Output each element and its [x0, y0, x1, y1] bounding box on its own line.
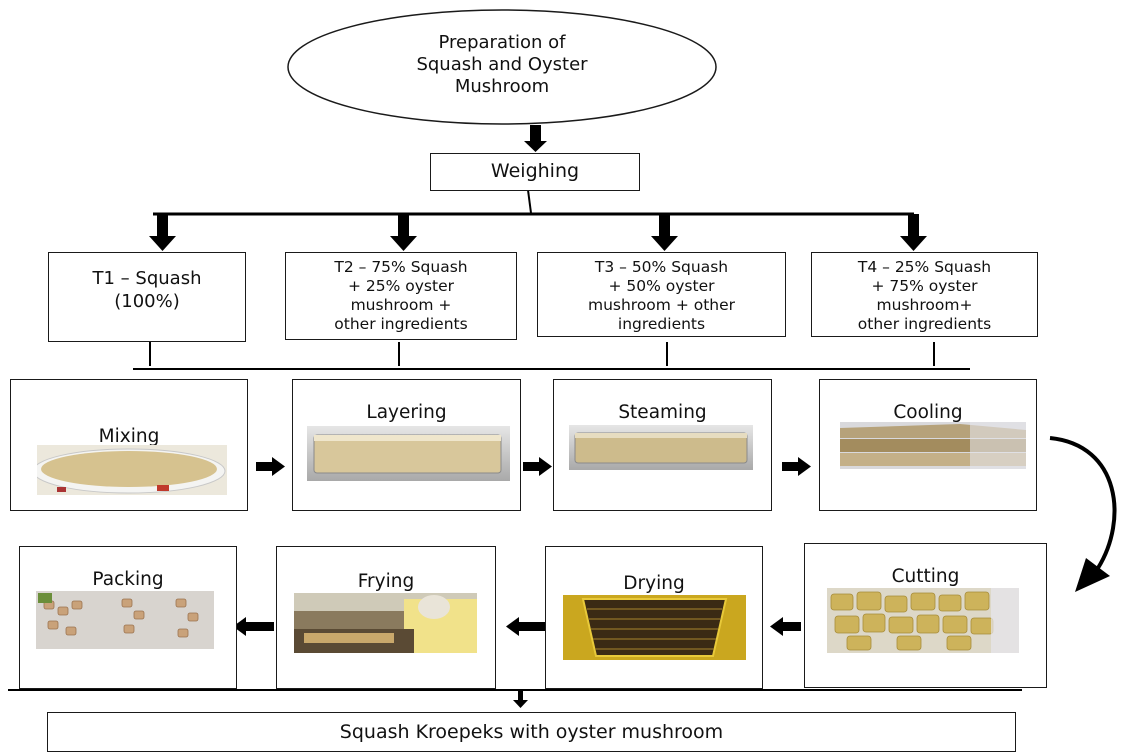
step-cutting-label: Cutting	[891, 566, 960, 587]
treatment-t4-line: other ingredients	[857, 315, 992, 333]
arrow-to-weighing	[524, 125, 547, 152]
step-cutting: Cutting	[804, 543, 1047, 688]
step-steaming: Steaming	[553, 379, 772, 511]
step-packing: Packing	[19, 546, 237, 689]
start-node-label: Preparation of Squash and Oyster Mushroo…	[288, 32, 716, 98]
mixing-bowl-photo	[37, 445, 227, 495]
step-mixing: Mixing	[10, 379, 248, 511]
start-oval	[287, 9, 717, 125]
curved-arrow	[1049, 436, 1117, 592]
treatment-t2-box: T2 – 75% Squash + 25% oyster mushroom + …	[285, 252, 517, 340]
frying-photo	[294, 593, 477, 653]
start-label-line: Preparation of	[438, 32, 566, 53]
cutting-photo	[827, 588, 1019, 653]
drying-rack-photo	[563, 595, 746, 660]
step-drying: Drying	[545, 546, 763, 689]
treatment-t4-line: T4 – 25% Squash	[857, 258, 992, 276]
step-frying-label: Frying	[357, 571, 415, 592]
treatment-t1-line: T1 – Squash	[92, 268, 202, 289]
merge-connectors	[133, 342, 970, 370]
branch-arrows	[149, 214, 927, 251]
cooling-sheets-photo	[840, 422, 1026, 469]
treatment-t2-line: mushroom +	[350, 296, 452, 314]
step-layering-label: Layering	[366, 402, 447, 423]
treatment-t3-line: mushroom + other	[587, 296, 736, 314]
treatment-t4-box: T4 – 25% Squash + 75% oyster mushroom+ o…	[811, 252, 1038, 337]
layering-tray-photo	[307, 426, 510, 481]
treatment-t3-line: T3 – 50% Squash	[594, 258, 729, 276]
step-mixing-label: Mixing	[98, 426, 160, 447]
final-product-box: Squash Kroepeks with oyster mushroom	[47, 712, 1016, 752]
step-cooling-label: Cooling	[893, 402, 963, 423]
weighing-label: Weighing	[490, 160, 580, 182]
packing-photo	[36, 591, 214, 649]
step-steaming-label: Steaming	[618, 402, 707, 423]
weighing-box	[430, 153, 640, 191]
final-product-label: Squash Kroepeks with oyster mushroom	[339, 721, 724, 743]
treatment-t2-line: other ingredients	[334, 315, 468, 333]
treatment-t3-line: + 50% oyster	[608, 277, 715, 295]
treatment-t3-box: T3 – 50% Squash + 50% oyster mushroom + …	[537, 252, 786, 337]
start-label-line: Mushroom	[454, 76, 550, 97]
row1-arrows	[256, 457, 811, 476]
treatment-t1-line: (100%)	[114, 291, 180, 312]
step-packing-label: Packing	[92, 569, 164, 590]
treatment-t3-line: ingredients	[617, 315, 706, 333]
branch-connectors	[153, 189, 914, 216]
treatment-t4-line: mushroom+	[876, 296, 973, 314]
step-frying: Frying	[276, 546, 496, 689]
step-cooling: Cooling	[819, 379, 1037, 511]
treatment-t2-line: + 25% oyster	[347, 277, 454, 295]
start-label-line: Squash and Oyster	[416, 54, 588, 75]
final-connector	[8, 689, 1022, 708]
treatment-t2-line: T2 – 75% Squash	[334, 258, 468, 276]
treatment-t1-box: T1 – Squash (100%)	[48, 252, 246, 342]
row2-arrows	[233, 617, 801, 636]
steaming-tray-photo	[569, 425, 753, 470]
step-drying-label: Drying	[623, 573, 685, 594]
step-layering: Layering	[292, 379, 521, 511]
treatment-t4-line: + 75% oyster	[871, 277, 978, 295]
